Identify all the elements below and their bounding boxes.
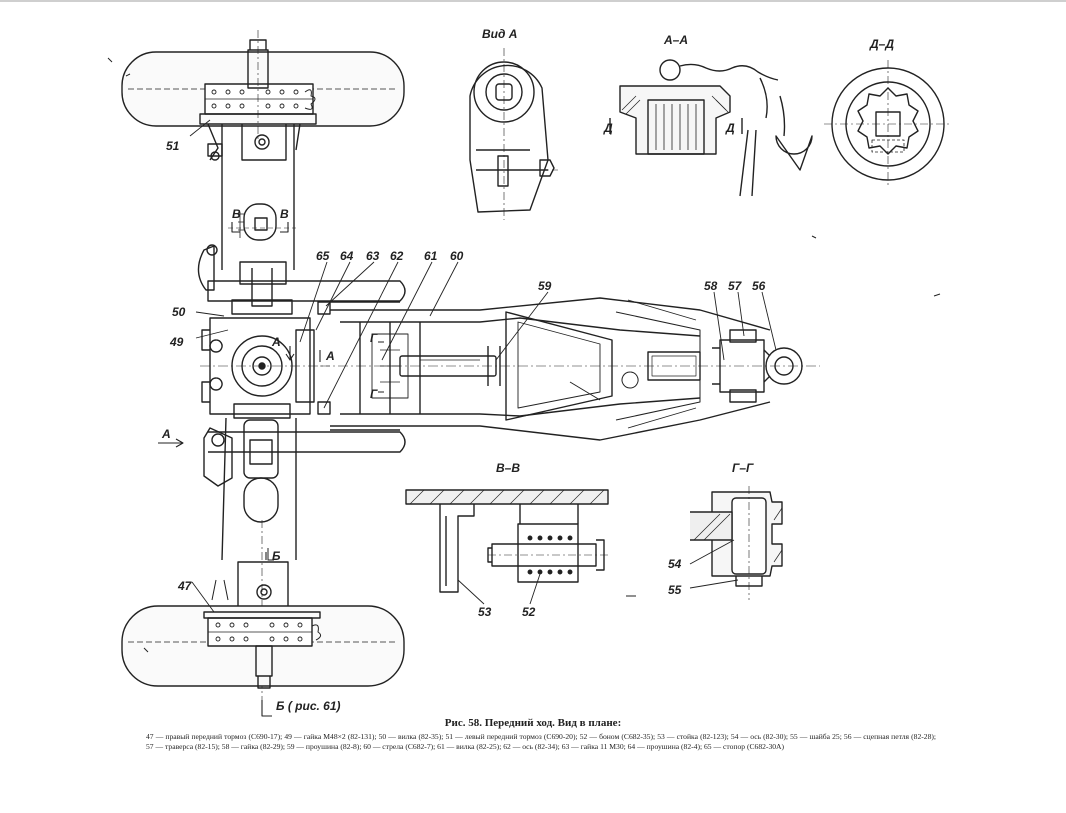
figure-caption-legend: 47 — правый передний тормоз (С690-17); 4… [146, 732, 936, 751]
detail-section-gg [689, 486, 783, 600]
detail-vid-a [469, 48, 560, 220]
part-label-64: 64 [340, 249, 354, 263]
horizontal-cylinders [207, 280, 406, 453]
mark-g-bottom: Г [370, 387, 378, 401]
part-label-61: 61 [424, 249, 438, 263]
part-label-51: 51 [166, 139, 180, 153]
axle-beam-top [197, 124, 296, 307]
title-section-dd: Д–Д [869, 37, 894, 51]
mark-a-arrow: А [161, 427, 171, 441]
top-border [0, 0, 1066, 2]
part-label-60: 60 [450, 249, 464, 263]
part-label-65: 65 [316, 249, 330, 263]
title-section-gg: Г–Г [732, 461, 754, 475]
part-label-57: 57 [728, 279, 743, 293]
view-markers [158, 222, 384, 717]
part-label-49: 49 [169, 335, 184, 349]
mark-v-right: В [280, 207, 289, 221]
leader-lines [189, 119, 777, 613]
part-label-52: 52 [522, 605, 536, 619]
mark-a-left: А [271, 335, 281, 349]
mark-v-left: В [232, 207, 241, 221]
mark-g-top: Г [370, 331, 378, 345]
part-label-50: 50 [172, 305, 186, 319]
mark-d-right: Д [725, 121, 735, 135]
part-label-53: 53 [478, 605, 492, 619]
mark-a-right: А [325, 349, 335, 363]
stray-marks [107, 57, 941, 653]
hitch-loop [712, 329, 803, 403]
mark-b: Б [272, 549, 281, 563]
title-section-vv: В–В [496, 461, 520, 475]
title-vid-a: Вид А [482, 27, 517, 41]
detail-section-vv [405, 489, 610, 605]
part-label-62: 62 [390, 249, 404, 263]
part-label-59: 59 [538, 279, 552, 293]
bottom-wheel [121, 579, 405, 689]
detail-section-aa [609, 59, 813, 197]
pivot-block [200, 299, 331, 419]
mark-d-left: Д [603, 121, 613, 135]
part-label-55: 55 [668, 583, 682, 597]
part-label-56: 56 [752, 279, 766, 293]
part-label-58: 58 [704, 279, 718, 293]
part-label-54: 54 [668, 557, 682, 571]
figure-caption-title: Рис. 58. Передний ход. Вид в плане: [444, 717, 622, 729]
title-section-aa: А–А [663, 33, 688, 47]
drawbar-frame [320, 297, 820, 441]
part-label-63: 63 [366, 249, 380, 263]
part-label-47: 47 [177, 579, 193, 593]
drawing-labels: Вид А А–А Д–Д В–В Г–Г А А А Д Д В В Г Г … [161, 27, 894, 713]
detail-section-dd [824, 60, 952, 188]
top-wheel [121, 30, 405, 161]
mark-b-ref: Б ( рис. 61) [276, 699, 341, 713]
